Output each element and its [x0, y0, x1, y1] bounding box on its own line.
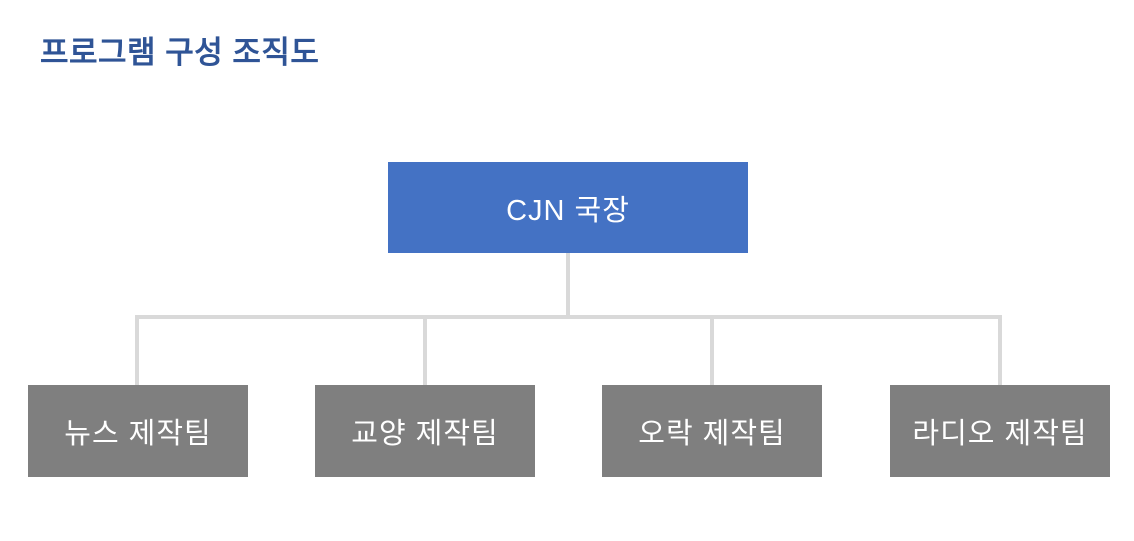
org-node-news-team-label: 뉴스 제작팀: [64, 418, 212, 450]
connector-drop-news: [135, 315, 139, 385]
org-node-news-team: 뉴스 제작팀: [28, 385, 248, 477]
connector-drop-culture: [423, 315, 427, 385]
org-node-radio-team: 라디오 제작팀: [890, 385, 1110, 477]
org-node-entertainment-team-label: 오락 제작팀: [638, 418, 786, 450]
org-node-culture-team: 교양 제작팀: [315, 385, 535, 477]
org-node-radio-team-label: 라디오 제작팀: [912, 418, 1088, 450]
page-title: 프로그램 구성 조직도: [40, 35, 320, 70]
org-node-director: CJN 국장: [388, 162, 748, 253]
connector-crossbar: [135, 315, 1002, 319]
connector-drop-radio: [998, 315, 1002, 385]
connector-drop-entertainment: [710, 315, 714, 385]
connector-root-stem: [566, 253, 570, 319]
org-node-entertainment-team: 오락 제작팀: [602, 385, 822, 477]
org-node-culture-team-label: 교양 제작팀: [351, 418, 499, 450]
org-node-director-label: CJN 국장: [506, 194, 630, 227]
